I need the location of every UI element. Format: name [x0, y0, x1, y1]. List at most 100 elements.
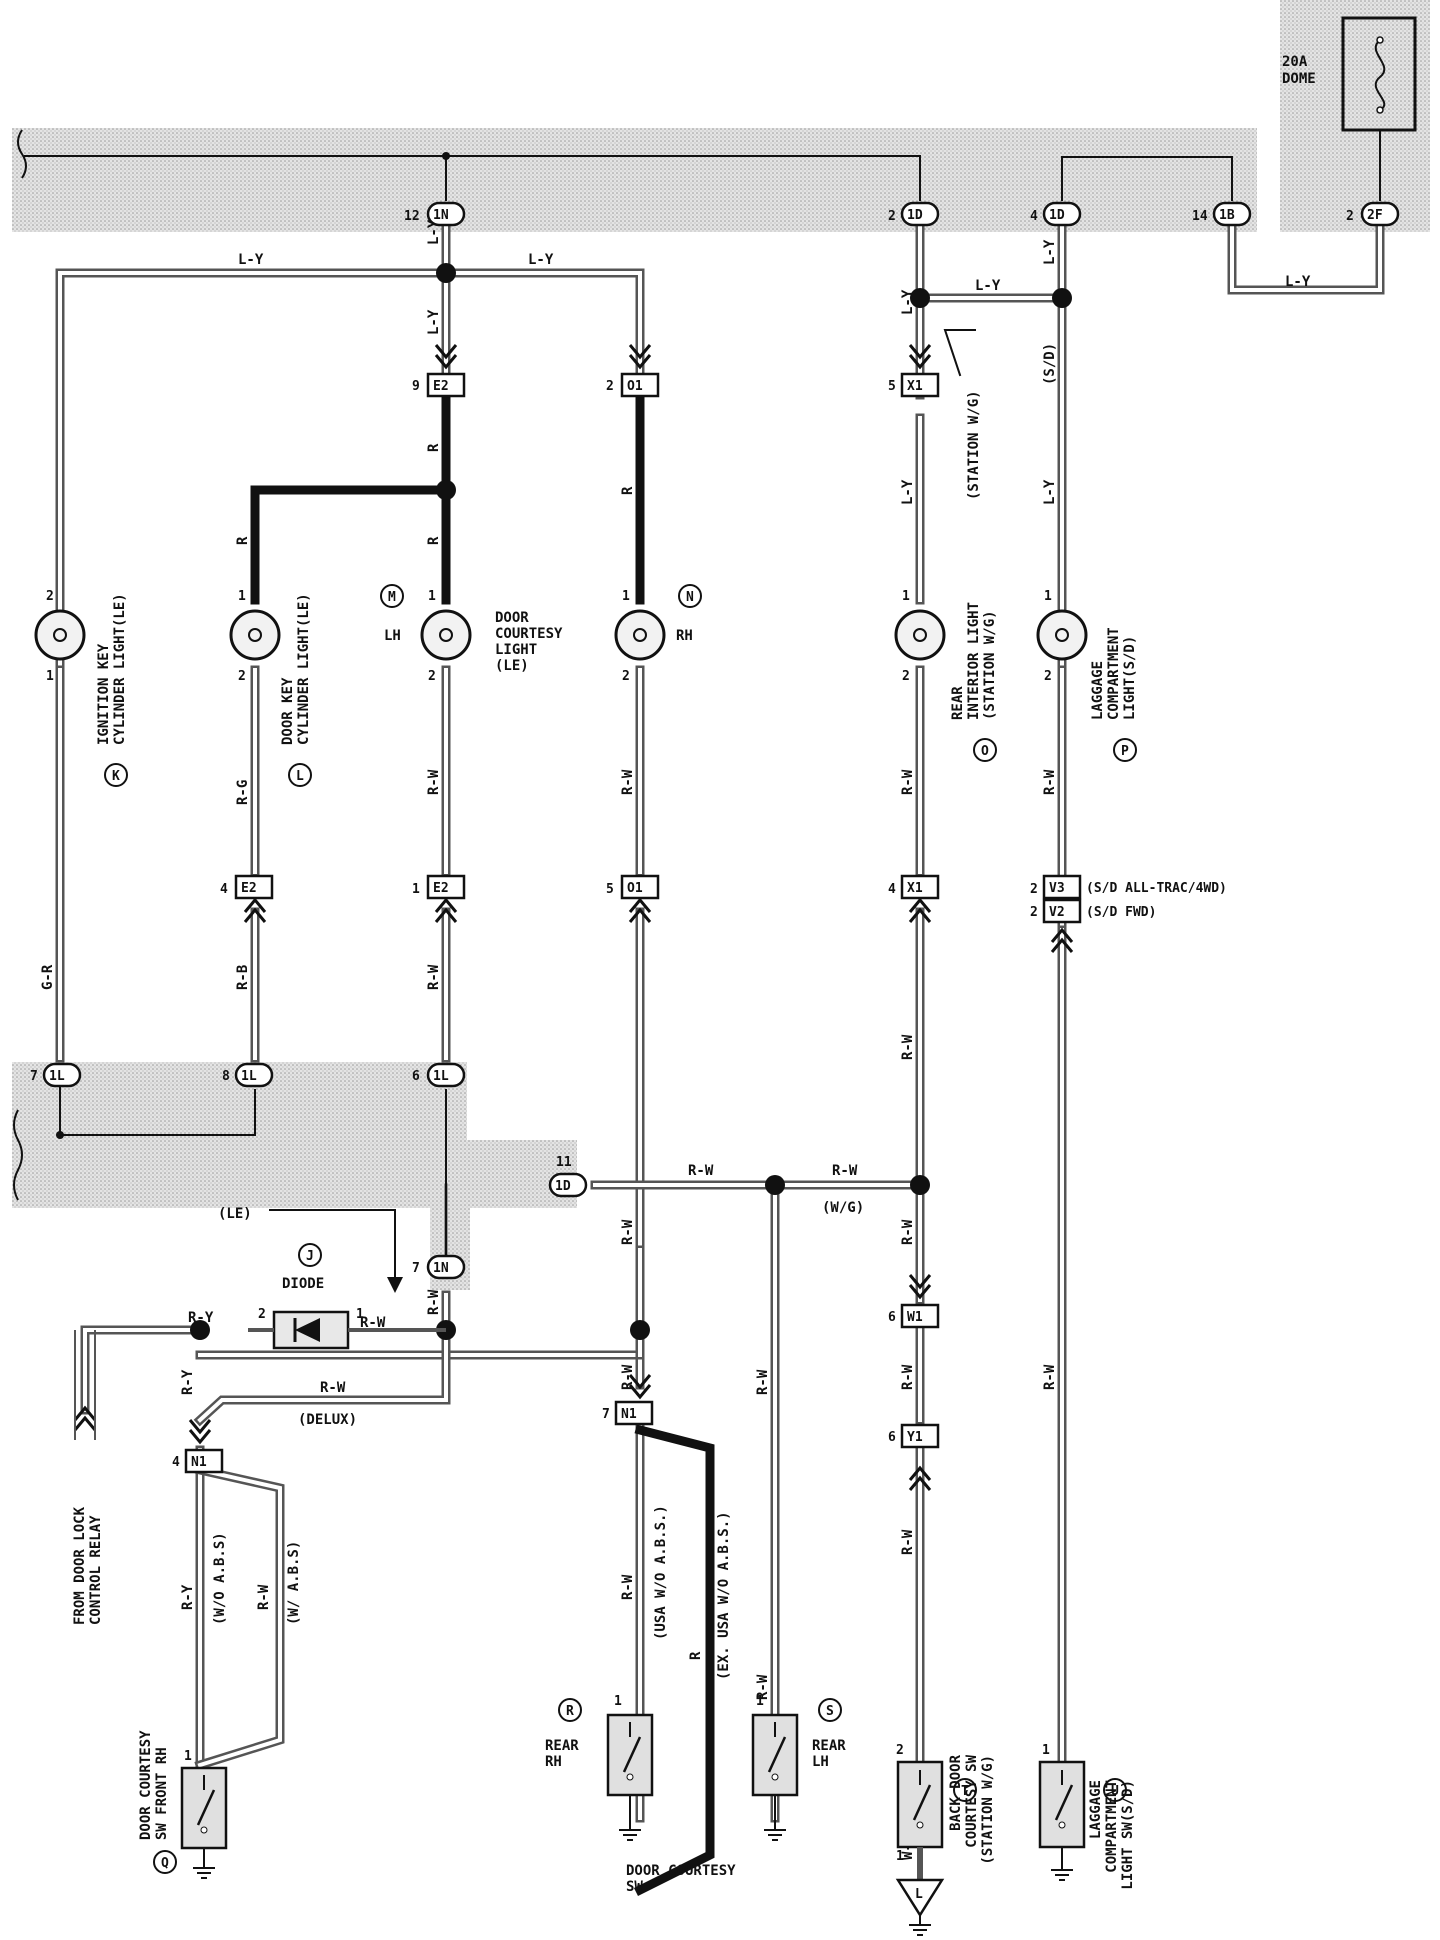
fuse-element-icon	[1374, 39, 1386, 111]
wire-label: R	[235, 536, 251, 545]
wire-label: R-W	[620, 769, 636, 795]
connector-1l-6: 6 1L	[412, 1062, 466, 1088]
marker-t: T	[953, 1778, 977, 1802]
marker-k: K	[104, 763, 128, 787]
svg-text:P: P	[1121, 744, 1129, 759]
wire-label: L-Y	[426, 309, 442, 335]
connector-1d-11: 11 1D	[548, 1155, 588, 1198]
wire-label: R-Y	[188, 1310, 214, 1326]
ground-icon	[619, 1829, 641, 1841]
connector-1l-8: 8 1L	[222, 1062, 274, 1088]
svg-text:O1: O1	[627, 379, 643, 394]
diode-icon	[295, 1318, 320, 1342]
svg-text:E2: E2	[433, 379, 449, 394]
connector-o1-2: 2 O1	[606, 372, 660, 398]
svg-text:2: 2	[896, 1743, 904, 1758]
label-usa-wo-abs: (USA W/O A.B.S.)	[653, 1505, 669, 1640]
label-dcl-4: (LE)	[495, 658, 529, 674]
svg-text:2: 2	[428, 669, 436, 684]
connector-1l-7: 7 1L	[30, 1062, 82, 1088]
svg-text:8: 8	[222, 1069, 230, 1084]
wire-label: R-W	[620, 1219, 636, 1245]
wire-label: R-W	[900, 1364, 916, 1390]
connectors: 12 1N 2 1D 4 1D 14 1B 2 2F 9 E2	[30, 201, 1400, 1474]
label-o-line2: INTERIOR LIGHT	[966, 602, 982, 720]
svg-text:2F: 2F	[1367, 208, 1383, 223]
svg-text:1: 1	[1042, 1743, 1050, 1758]
svg-text:2: 2	[606, 379, 614, 394]
label-p-line1: LAGGAGE	[1090, 661, 1106, 720]
svg-text:N1: N1	[191, 1455, 207, 1470]
wire-label: R-W	[900, 769, 916, 795]
label-k-line1: IGNITION KEY	[96, 643, 112, 745]
switch-s-icon: 1 REAR LH	[751, 1694, 846, 1841]
label-dcl-1: DOOR	[495, 610, 529, 626]
svg-text:BACK DOOR: BACK DOOR	[948, 1754, 964, 1830]
svg-text:2: 2	[46, 589, 54, 604]
marker-l: L	[288, 763, 312, 787]
switch-r-icon: 1 REAR RH	[545, 1694, 654, 1841]
wire-label: G-R	[40, 964, 56, 990]
svg-text:T: T	[961, 1784, 969, 1799]
wire-label: R-G	[235, 780, 251, 805]
junction-block-shading	[12, 0, 1430, 1290]
ground-l-icon	[895, 1878, 945, 1918]
connector-x1-4: 4 X1	[888, 874, 940, 900]
svg-text:1: 1	[46, 669, 54, 684]
wire-ground-link	[59, 1079, 256, 1136]
lamps: 2 1 1 2 1 2 1 2 1 2	[34, 589, 1088, 684]
svg-text:1: 1	[896, 1849, 904, 1864]
marker-s: S	[818, 1698, 842, 1722]
svg-text:Y1: Y1	[907, 1430, 923, 1445]
wire-label: R-Y	[180, 1584, 196, 1610]
svg-text:2: 2	[258, 1307, 266, 1322]
svg-text:K: K	[112, 769, 120, 784]
svg-text:SW FRONT RH: SW FRONT RH	[154, 1747, 170, 1840]
lamp-n-icon: 1 2	[614, 589, 666, 684]
lamp-m-icon: 1 2	[420, 589, 472, 684]
wire-label: L-Y	[1042, 479, 1058, 505]
svg-text:14: 14	[1192, 209, 1208, 224]
label-l-line2: CYLINDER LIGHT(LE)	[296, 593, 312, 745]
svg-text:X1: X1	[907, 379, 923, 394]
svg-text:1: 1	[902, 589, 910, 604]
label-ex-usa-wo-abs: (EX. USA W/O A.B.S.)	[716, 1511, 732, 1680]
wire-label: R-W	[426, 1289, 442, 1315]
svg-text:2: 2	[622, 669, 630, 684]
lamp-l-icon: 1 2	[229, 589, 281, 684]
marker-m: M	[380, 584, 404, 608]
connector-v2-2: 2 V2 (S/D FWD)	[1030, 898, 1156, 924]
marker-o: O	[973, 738, 997, 762]
svg-text:N: N	[686, 590, 694, 605]
wire-r-ex-usa	[633, 1424, 715, 1897]
svg-text:RH: RH	[545, 1754, 562, 1770]
wire-label: L-Y	[528, 252, 554, 268]
svg-text:L: L	[915, 1887, 923, 1902]
svg-text:1L: 1L	[433, 1069, 449, 1084]
svg-text:J: J	[306, 1249, 314, 1264]
label-door-courtesy-sw-2: SW	[626, 1879, 643, 1895]
svg-text:5: 5	[888, 379, 896, 394]
ground-icon	[193, 1867, 215, 1879]
svg-text:1B: 1B	[1219, 208, 1235, 223]
svg-text:2: 2	[1346, 209, 1354, 224]
svg-text:2: 2	[1030, 882, 1038, 897]
wire-label: L-Y	[975, 278, 1001, 294]
svg-text:6: 6	[888, 1310, 896, 1325]
relay-input: FROM DOOR LOCK CONTROL RELAY	[72, 1330, 104, 1625]
connector-1b-14: 14 1B	[1192, 201, 1252, 227]
connector-e2-4: 4 E2	[220, 874, 274, 900]
wire-label: (DELUX)	[298, 1412, 357, 1428]
fuse-20a-dome: 20A DOME	[1282, 16, 1417, 132]
svg-text:S: S	[826, 1704, 834, 1719]
svg-text:V2: V2	[1049, 905, 1065, 920]
wire-label: R-W	[1042, 1364, 1058, 1390]
break-mark-left	[13, 1109, 23, 1201]
wire-label: R	[426, 443, 442, 452]
connector-n1-4: 4 N1	[172, 1448, 224, 1474]
svg-text:1: 1	[1044, 589, 1052, 604]
component-labels: IGNITION KEY CYLINDER LIGHT(LE) DOOR KEY…	[96, 390, 1138, 745]
diode-j: DIODE 2 1	[248, 1276, 446, 1350]
svg-text:U: U	[1111, 1784, 1119, 1799]
label-w-abs: (W/ A.B.S)	[286, 1541, 302, 1625]
